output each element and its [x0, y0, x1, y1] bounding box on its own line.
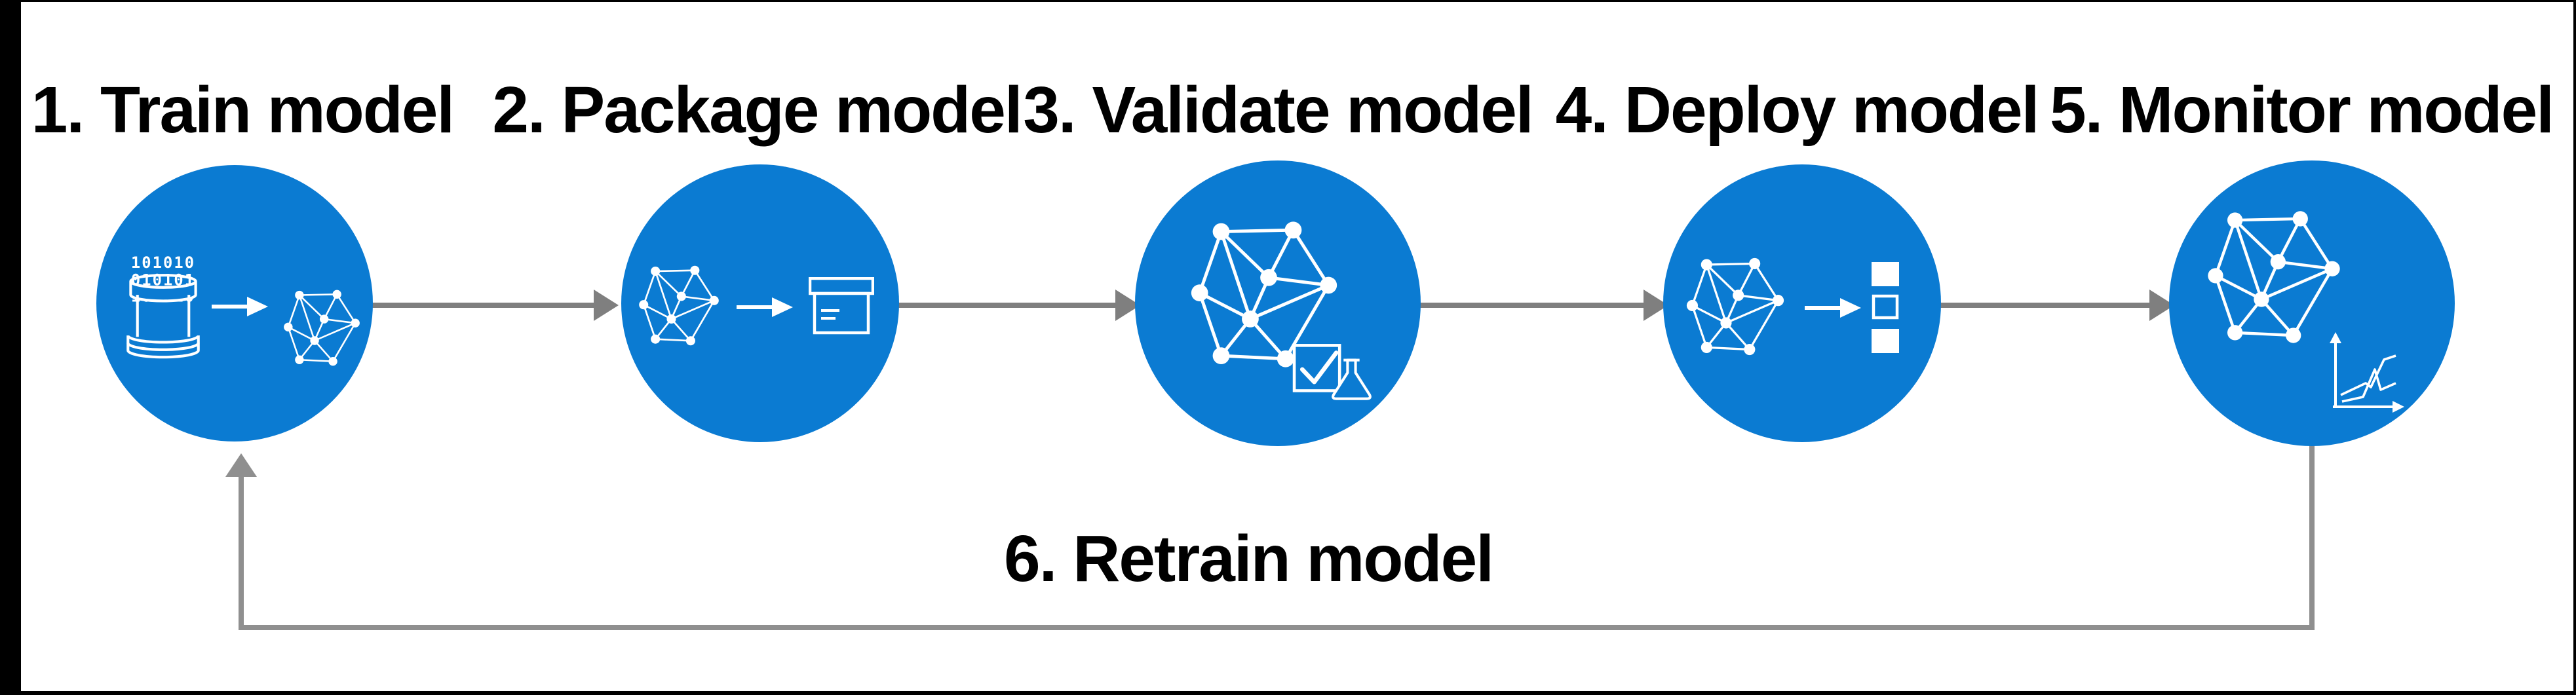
- metrics-chart-icon: [2330, 332, 2404, 413]
- frame-border-bottom: [0, 691, 2576, 695]
- flask-icon: [1332, 358, 1372, 400]
- validation-icon: [1292, 344, 1372, 400]
- stage-label-monitor: 5. Monitor model: [2050, 73, 2554, 147]
- arrow-right-icon: [212, 297, 268, 316]
- checkmark-icon: [1299, 350, 1339, 385]
- stage-circle-deploy: [1663, 164, 1941, 442]
- package-box-icon: [809, 277, 874, 335]
- check-square-icon: [1292, 344, 1341, 392]
- deployment-targets-icon: [1872, 262, 1899, 353]
- retrain-label: 6. Retrain model: [1004, 522, 1494, 595]
- frame-border-left: [0, 0, 21, 695]
- model-graph-icon: [637, 265, 721, 346]
- arrow-right-icon: [737, 297, 793, 317]
- frame-border-right: [2573, 0, 2576, 695]
- frame-border-top: [0, 0, 2576, 2]
- stage-label-deploy: 4. Deploy model: [1555, 73, 2040, 147]
- database-icon: 101010 010101 101010: [126, 255, 200, 359]
- retrain-loop-arrow: [225, 443, 2315, 630]
- arrow-right-icon: [1805, 298, 1861, 318]
- stage-label-train: 1. Train model: [31, 73, 455, 147]
- stage-label-validate: 3. Validate model: [1023, 73, 1533, 147]
- stage-circle-monitor: [2169, 160, 2455, 446]
- model-graph-icon: [1684, 257, 1786, 356]
- stage-label-package: 2. Package model: [492, 73, 1022, 147]
- connector-arrow-1-2: [371, 290, 619, 321]
- binary-row: 101010: [131, 255, 195, 272]
- connector-arrow-2-3: [898, 290, 1140, 321]
- stage-circle-train: 101010 010101 101010: [96, 165, 373, 441]
- stage-circle-package: [621, 164, 899, 442]
- connector-arrow-4-5: [1940, 290, 2174, 321]
- model-graph-icon: [2204, 210, 2343, 344]
- stage-circle-validate: [1135, 160, 1421, 446]
- model-graph-icon: [282, 290, 362, 366]
- connector-arrow-3-4: [1419, 290, 1668, 321]
